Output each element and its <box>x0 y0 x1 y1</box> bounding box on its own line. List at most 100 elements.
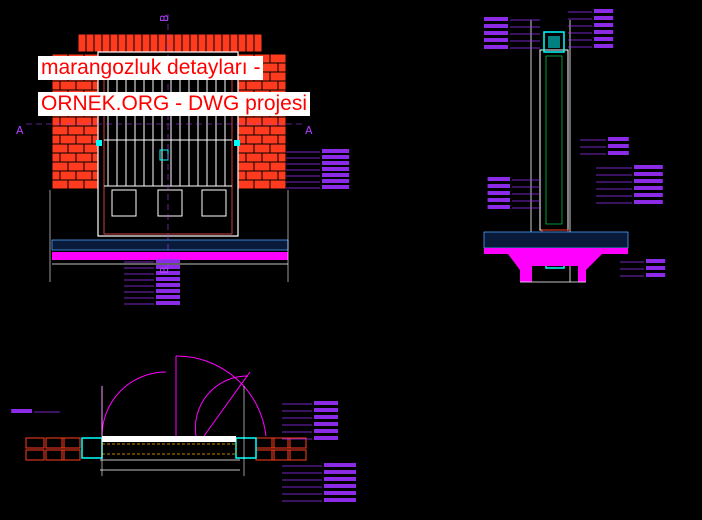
brick <box>92 135 98 144</box>
brick <box>102 34 110 52</box>
door-swing-arc <box>101 371 167 437</box>
brick <box>198 34 206 52</box>
brick <box>76 171 92 180</box>
brick <box>254 34 262 52</box>
brick <box>238 81 246 90</box>
callout-label-block <box>484 45 508 49</box>
brick <box>84 162 98 171</box>
floor-slab-section <box>484 248 628 282</box>
brick <box>76 153 92 162</box>
brick <box>68 126 84 135</box>
brick <box>270 72 286 81</box>
brick <box>182 34 190 52</box>
brick <box>52 162 68 171</box>
door-panel-mid <box>157 189 183 217</box>
elevation-callouts <box>124 149 350 305</box>
brick <box>262 81 278 90</box>
brick <box>214 34 222 52</box>
brick <box>246 81 262 90</box>
callout-label-block <box>314 401 338 405</box>
callout-label-block <box>487 191 510 195</box>
brick <box>76 81 92 90</box>
brick <box>238 153 246 162</box>
brick <box>60 171 76 180</box>
callout-label-block <box>594 9 614 13</box>
callout-label-block <box>324 484 356 488</box>
brick <box>174 34 182 52</box>
plan-door-leaf-inner <box>101 443 237 455</box>
brick <box>270 54 286 63</box>
brick <box>246 153 262 162</box>
brick <box>92 171 98 180</box>
plan-brick <box>255 437 275 449</box>
overlay-title-line-2: ORNEK.ORG - DWG projesi <box>38 92 311 116</box>
callout-label-block <box>314 408 338 412</box>
callout-label-block <box>324 463 356 467</box>
brick <box>238 180 254 189</box>
callout-label-block <box>314 422 338 426</box>
brick <box>150 34 158 52</box>
brick <box>52 153 60 162</box>
head-frame-profile <box>543 31 565 53</box>
callout-label-block <box>322 149 350 153</box>
plan-brick <box>271 449 291 461</box>
brick <box>60 135 76 144</box>
callout-label-block <box>322 161 350 165</box>
brick <box>278 153 286 162</box>
callout-label-block <box>156 289 180 293</box>
callout-label-block <box>314 436 338 440</box>
brick <box>262 171 278 180</box>
plan-view <box>11 355 356 502</box>
callout-label-block <box>156 301 180 305</box>
callout-label-block <box>594 37 614 41</box>
brick <box>278 171 286 180</box>
brick <box>52 117 60 126</box>
brick <box>158 34 166 52</box>
brick <box>238 117 246 126</box>
brick <box>118 34 126 52</box>
brick <box>270 180 286 189</box>
brick <box>238 126 254 135</box>
brick <box>222 34 230 52</box>
callout-label-block <box>634 186 663 190</box>
plan-frame-left <box>81 437 103 459</box>
brick <box>262 117 278 126</box>
plan-frame-right <box>235 437 257 459</box>
brick <box>262 63 278 72</box>
brick <box>278 81 286 90</box>
brick <box>246 135 262 144</box>
brick <box>76 135 92 144</box>
callout-label-block <box>594 30 614 34</box>
callout-label-block <box>156 259 180 263</box>
plan-brick <box>61 449 81 461</box>
brick <box>52 144 68 153</box>
brick <box>254 180 270 189</box>
callout-label-block <box>594 23 614 27</box>
callout-label-block <box>608 137 629 141</box>
callout-label-block <box>156 283 180 287</box>
door-panel-right <box>201 189 227 217</box>
brick <box>126 34 134 52</box>
brick <box>238 162 254 171</box>
brick <box>278 63 286 72</box>
callout-label-block <box>484 38 508 42</box>
callout-label-block <box>322 173 350 177</box>
callout-label-block <box>324 498 356 502</box>
brick <box>238 144 254 153</box>
callout-label-block <box>634 165 663 169</box>
brick <box>78 34 86 52</box>
lintel-bricks <box>78 34 262 52</box>
callout-label-block <box>634 172 663 176</box>
plan-brick <box>25 449 45 461</box>
door-swing-arc-small <box>194 375 249 437</box>
callout-label-block <box>322 155 350 159</box>
section-mark-b-top: B <box>158 14 171 22</box>
brick <box>92 117 98 126</box>
plan-callouts <box>11 401 356 502</box>
brick <box>68 144 84 153</box>
brick <box>52 180 68 189</box>
callout-label-block <box>646 266 666 270</box>
callout-label-block <box>322 179 350 183</box>
brick <box>142 34 150 52</box>
brick <box>262 153 278 162</box>
